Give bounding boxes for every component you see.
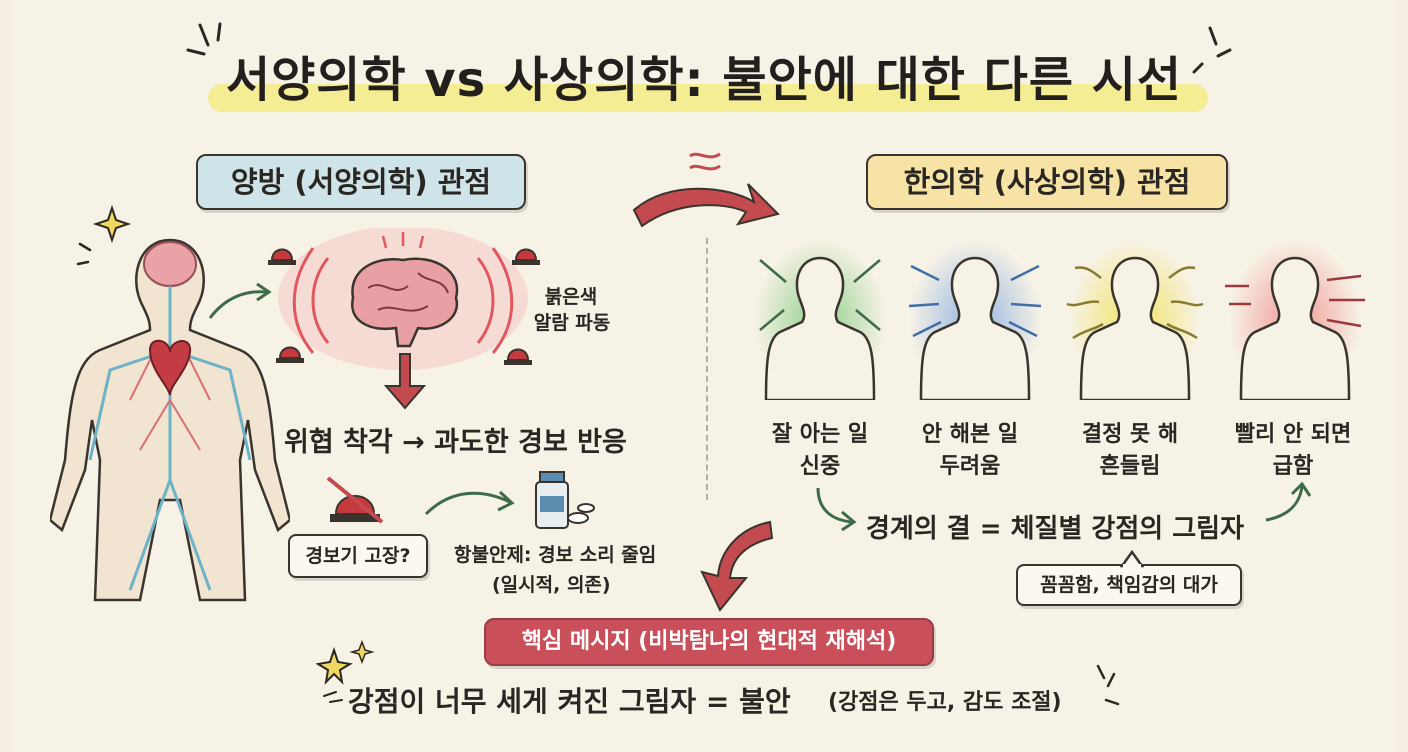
title-highlight xyxy=(208,84,1208,112)
page-title: 서양의학 vs 사상의학: 불안에 대한 다른 시선 xyxy=(225,52,1183,108)
core-arrow-icon xyxy=(700,520,774,612)
eastern-note-bubble: 꼼꼼함, 책임감의 대가 xyxy=(1016,564,1242,606)
broken-alarm-bubble: 경보기 고장? xyxy=(288,534,428,578)
sparkle-lines-icon xyxy=(186,22,222,56)
alarm-siren-icon xyxy=(504,348,532,365)
arrow-to-medicine-icon xyxy=(424,490,515,516)
medicine-text-line2: (일시적, 의존) xyxy=(492,574,611,596)
broken-alarm-icon xyxy=(326,476,384,524)
sparkle-icon xyxy=(76,204,132,266)
sparkle-lines-icon xyxy=(1096,664,1120,706)
constitution-figures xyxy=(754,240,1365,400)
figure-2-line2: 두려움 xyxy=(939,454,1001,479)
medicine-text-line1: 항불안제: 경보 소리 줄임 xyxy=(454,544,657,566)
alarm-siren-icon xyxy=(276,346,304,363)
western-header: 양방 (서양의학) 관점 xyxy=(196,154,526,210)
medicine-bottle-icon xyxy=(535,471,595,529)
arrow-to-brain-icon xyxy=(208,282,272,319)
figure-3-line1: 결정 못 해 xyxy=(1081,422,1179,447)
figure-2-line1: 안 해본 일 xyxy=(921,422,1019,447)
eastern-summary: 경계의 결 = 체질별 강점의 그림자 xyxy=(866,514,1245,544)
star-sparkle-icon xyxy=(316,639,375,703)
human-body-illustration xyxy=(50,238,290,602)
summary-arrow-left-icon xyxy=(816,487,857,532)
alarm-label-line1: 붉은색 xyxy=(544,286,598,308)
core-message-main: 강점이 너무 세게 켜진 그림자 = 불안 xyxy=(348,685,791,718)
alarm-siren-icon xyxy=(268,248,296,265)
eastern-header: 한의학 (사상의학) 관점 xyxy=(866,154,1228,210)
core-message-label: 핵심 메시지 (비박탐나의 현대적 재해석) xyxy=(484,618,934,666)
figure-1-line1: 잘 아는 일 xyxy=(771,422,869,447)
figure-1-line2: 신중 xyxy=(799,454,841,479)
sparkle-lines-icon xyxy=(1192,26,1232,74)
down-arrow-icon xyxy=(383,353,427,410)
alarm-siren-icon xyxy=(512,248,540,265)
threat-response-text: 위협 착각 → 과도한 경보 반응 xyxy=(284,427,627,458)
transition-arrow-icon xyxy=(632,152,780,228)
alarm-label-line2: 알람 파동 xyxy=(533,312,611,334)
core-message-sub: (강점은 두고, 감도 조절) xyxy=(828,690,1062,715)
figure-3-line2: 흔들림 xyxy=(1099,454,1161,479)
summary-arrow-right-icon xyxy=(1265,481,1312,522)
alarm-brain-illustration xyxy=(278,228,528,370)
divider-line xyxy=(706,238,708,500)
figure-4-line2: 급함 xyxy=(1272,454,1314,479)
bubble-pointer xyxy=(1120,550,1144,568)
figure-4-line1: 빨리 안 되면 xyxy=(1234,422,1352,447)
